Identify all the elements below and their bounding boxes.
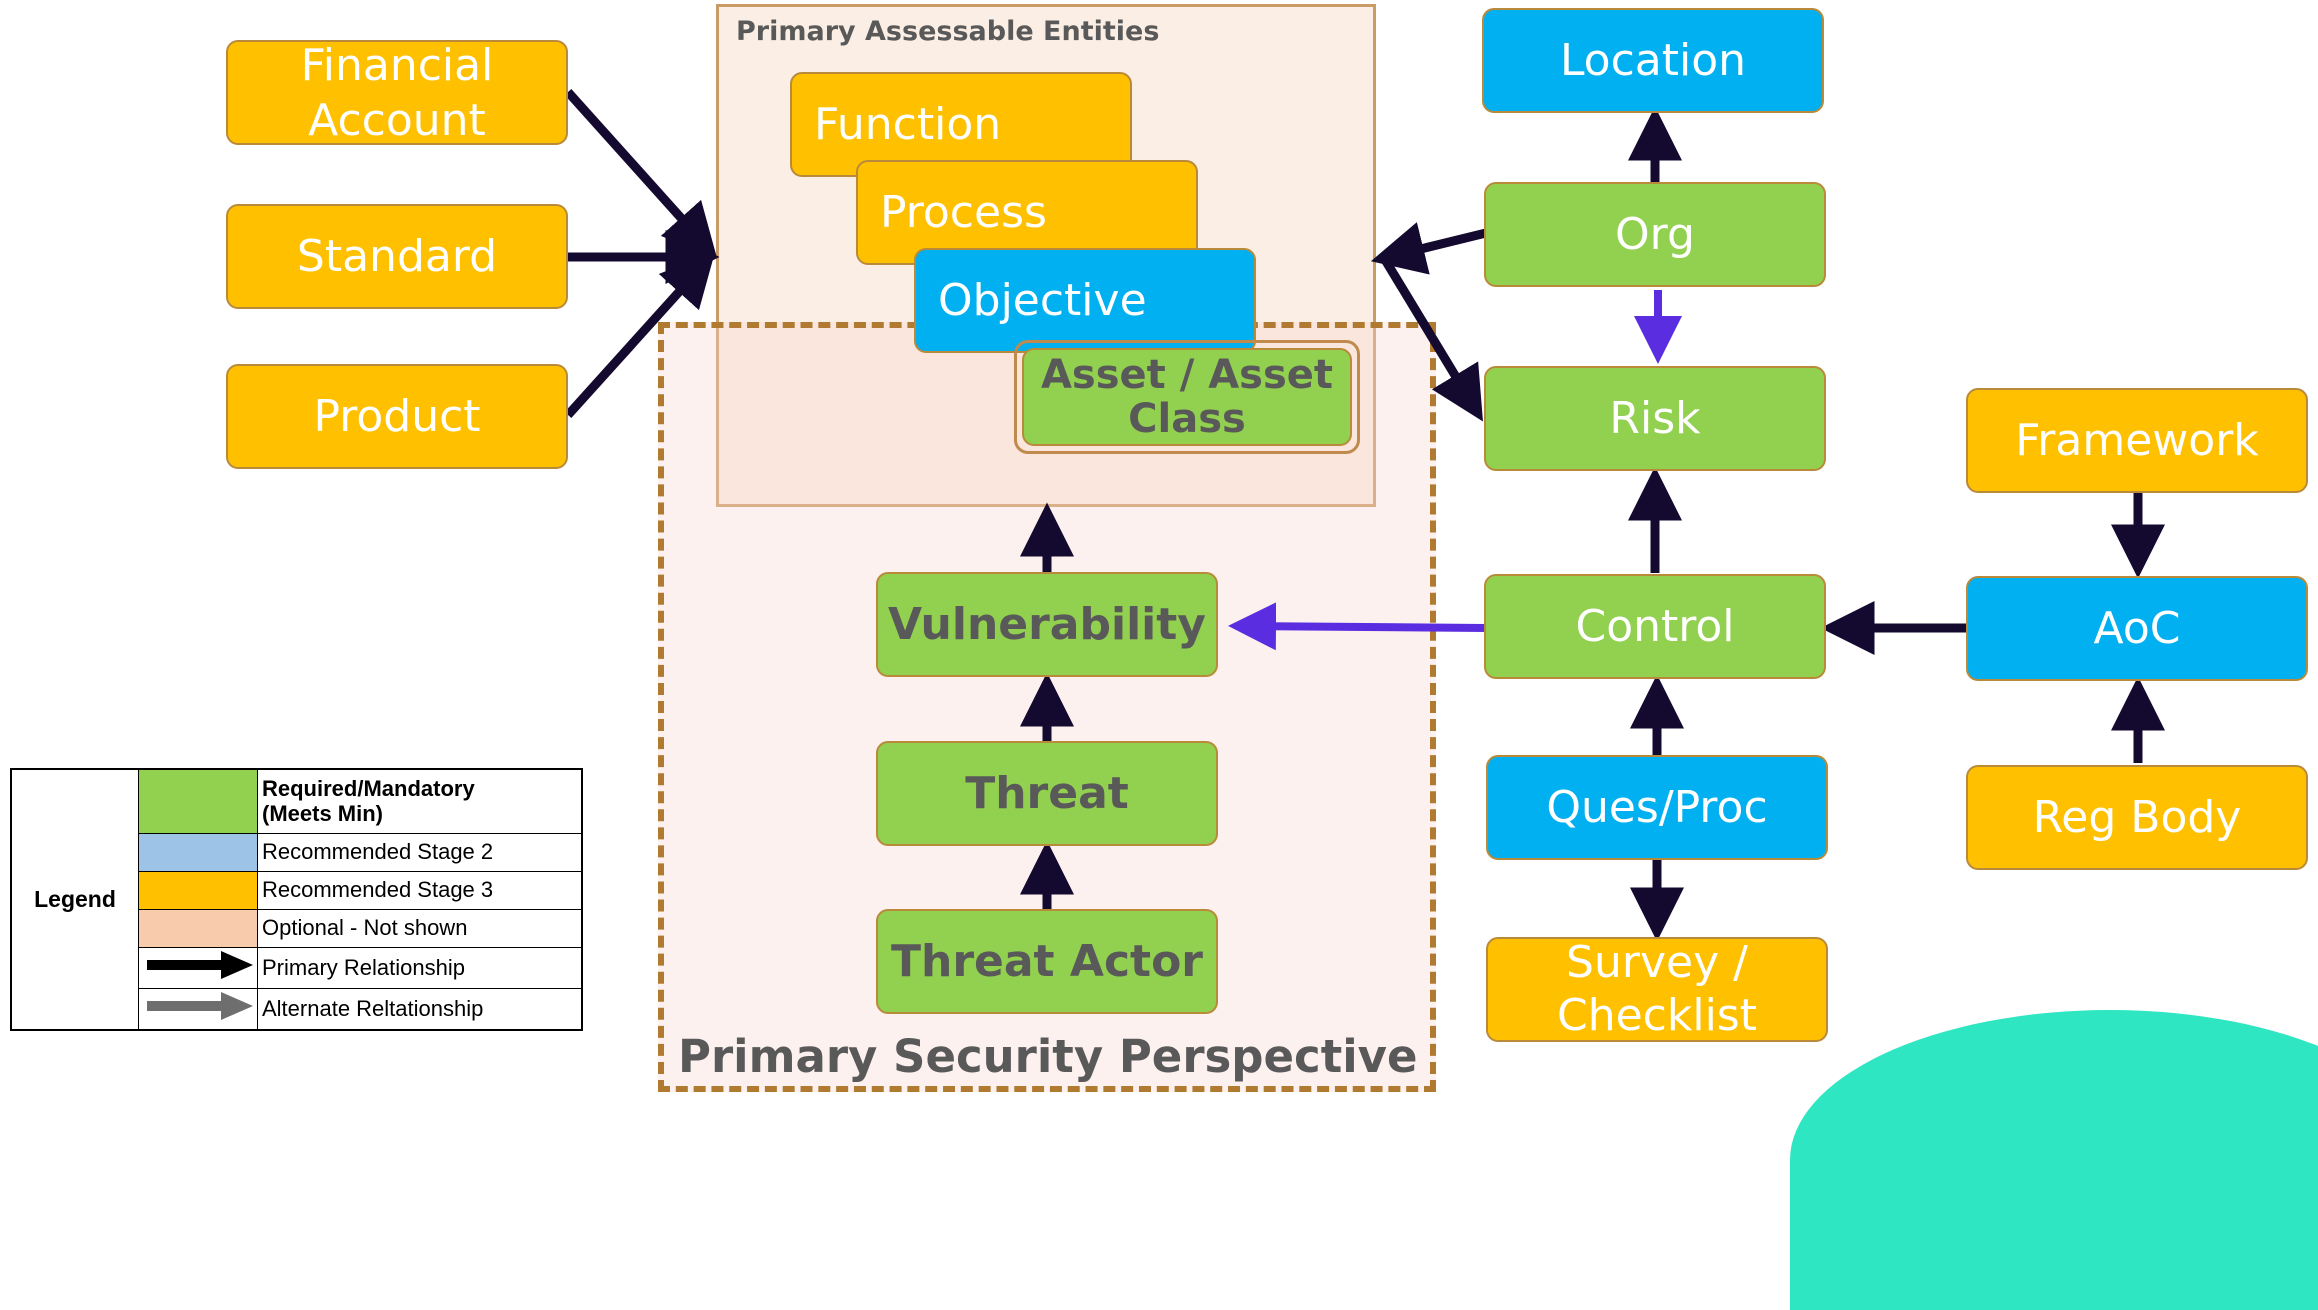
node-threat-actor[interactable]: Threat Actor <box>876 909 1218 1014</box>
security-region-label: Primary Security Perspective <box>678 1030 1418 1083</box>
arrow-financial-to-entities <box>564 88 718 259</box>
node-ques-proc[interactable]: Ques/Proc <box>1486 755 1828 860</box>
arrow-org-to-entities <box>1370 222 1492 275</box>
node-product[interactable]: Product <box>226 364 568 469</box>
entities-region-label: Primary Assessable Entities <box>736 16 1160 47</box>
arrow-product-to-entities <box>564 251 716 419</box>
legend-title: Legend <box>10 768 139 1030</box>
node-function[interactable]: Function <box>790 72 1132 177</box>
legend-swatch-yellow <box>138 870 258 910</box>
alternate-arrow-icon <box>147 991 253 1020</box>
node-reg-body[interactable]: Reg Body <box>1966 765 2308 870</box>
node-org[interactable]: Org <box>1484 182 1826 287</box>
node-process[interactable]: Process <box>856 160 1198 265</box>
legend-table: Legend Required/Mandatory (Meets Min) Re… <box>10 768 583 1031</box>
asset-outer-frame <box>1014 340 1360 454</box>
legend-label-stage3: Recommended Stage 3 <box>257 870 583 910</box>
legend-swatch-gray-arrow <box>138 987 258 1030</box>
node-asset-class[interactable]: Asset / Asset Class <box>1022 348 1352 446</box>
legend-swatch-green <box>138 768 258 834</box>
node-threat[interactable]: Threat <box>876 741 1218 846</box>
node-risk[interactable]: Risk <box>1484 366 1826 471</box>
legend-label-optional: Optional - Not shown <box>257 908 583 948</box>
legend-label-primary: Primary Relationship <box>257 946 583 989</box>
primary-arrow-icon <box>147 950 253 979</box>
legend-label-required: Required/Mandatory (Meets Min) <box>257 768 583 834</box>
node-survey-checklist[interactable]: Survey / Checklist <box>1486 937 1828 1042</box>
node-vulnerability[interactable]: Vulnerability <box>876 572 1218 677</box>
legend-swatch-black-arrow <box>138 946 258 989</box>
node-financial-account[interactable]: Financial Account <box>226 40 568 146</box>
legend-swatch-light-blue <box>138 832 258 872</box>
node-control[interactable]: Control <box>1484 574 1826 679</box>
node-location[interactable]: Location <box>1482 8 1824 113</box>
legend-swatch-peach <box>138 908 258 948</box>
node-framework[interactable]: Framework <box>1966 388 2308 493</box>
alt-arrow-control-to-vuln <box>1228 602 1487 651</box>
connector-arrows <box>564 88 2165 942</box>
node-aoc[interactable]: AoC <box>1966 576 2308 681</box>
node-objective[interactable]: Objective <box>914 248 1256 353</box>
legend-label-alternate: Alternate Reltationship <box>257 987 583 1030</box>
legend-label-stage2: Recommended Stage 2 <box>257 832 583 872</box>
node-standard[interactable]: Standard <box>226 204 568 309</box>
arrow-entities-to-risk <box>1380 255 1483 422</box>
